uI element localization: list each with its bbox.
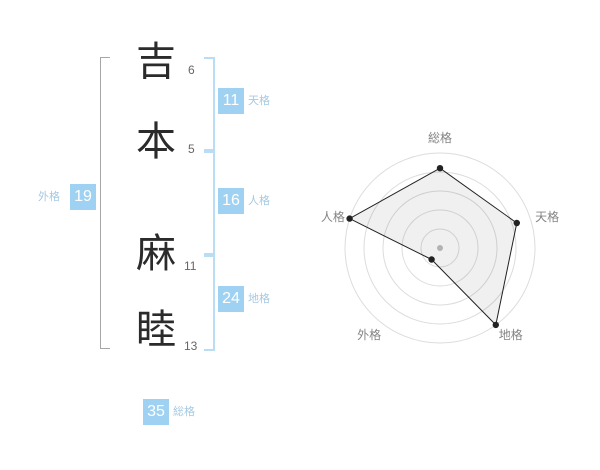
name-char-2: 本 xyxy=(136,120,176,164)
radar-axis-label-2: 天格 xyxy=(535,209,559,224)
chikaku-value-badge: 24 xyxy=(218,286,244,312)
radar-data-point-1 xyxy=(436,165,444,172)
jinkaku-value-badge: 16 xyxy=(218,188,244,214)
radar-axis-label-3: 地格 xyxy=(499,327,523,342)
radar-grid-ring-1 xyxy=(420,228,460,268)
radar-axis-label-5: 人格 xyxy=(321,209,345,224)
radar-data-point-3 xyxy=(492,321,499,329)
radar-center-dot xyxy=(437,245,443,251)
gaikaku-bracket xyxy=(100,57,110,349)
name-char-3-stroke-count: 11 xyxy=(184,259,197,273)
radar-grid-ring-4 xyxy=(363,171,517,325)
radar-data-polygon xyxy=(349,167,518,326)
name-char-2-stroke-count: 5 xyxy=(188,142,195,156)
tenkaku-bracket xyxy=(204,57,215,151)
gaikaku-value-badge: 19 xyxy=(70,184,96,210)
tenkaku-label: 天格 xyxy=(248,95,270,107)
name-char-4: 睦 xyxy=(136,308,176,352)
radar-data-point-4 xyxy=(428,256,435,263)
jinkaku-bracket xyxy=(204,151,215,255)
jinkaku-label: 人格 xyxy=(248,195,270,207)
radar-grid-ring-2 xyxy=(401,209,479,287)
radar-data-point-2 xyxy=(513,219,520,227)
name-char-4-stroke-count: 13 xyxy=(184,339,198,353)
radar-data-point-5 xyxy=(346,215,353,222)
radar-grid-ring-5 xyxy=(344,152,536,344)
name-char-1-stroke-count: 6 xyxy=(188,63,195,77)
tenkaku-value-badge: 11 xyxy=(218,88,244,114)
soukaku-label: 総格 xyxy=(173,406,195,418)
gaikaku-label: 外格 xyxy=(38,191,60,203)
radar-axis-label-4: 外格 xyxy=(357,327,381,342)
fortune-radar-chart-container: 総格天格地格 外格 人格 xyxy=(300,108,600,408)
radar-axis-label-1: 総格 xyxy=(428,130,452,145)
chikaku-label: 地格 xyxy=(248,293,270,305)
radar-grid-ring-3 xyxy=(382,190,498,306)
soukaku-value-badge: 35 xyxy=(143,399,169,425)
name-char-1: 吉 xyxy=(136,40,176,84)
chikaku-bracket xyxy=(204,255,215,351)
name-char-3: 麻 xyxy=(136,232,176,276)
